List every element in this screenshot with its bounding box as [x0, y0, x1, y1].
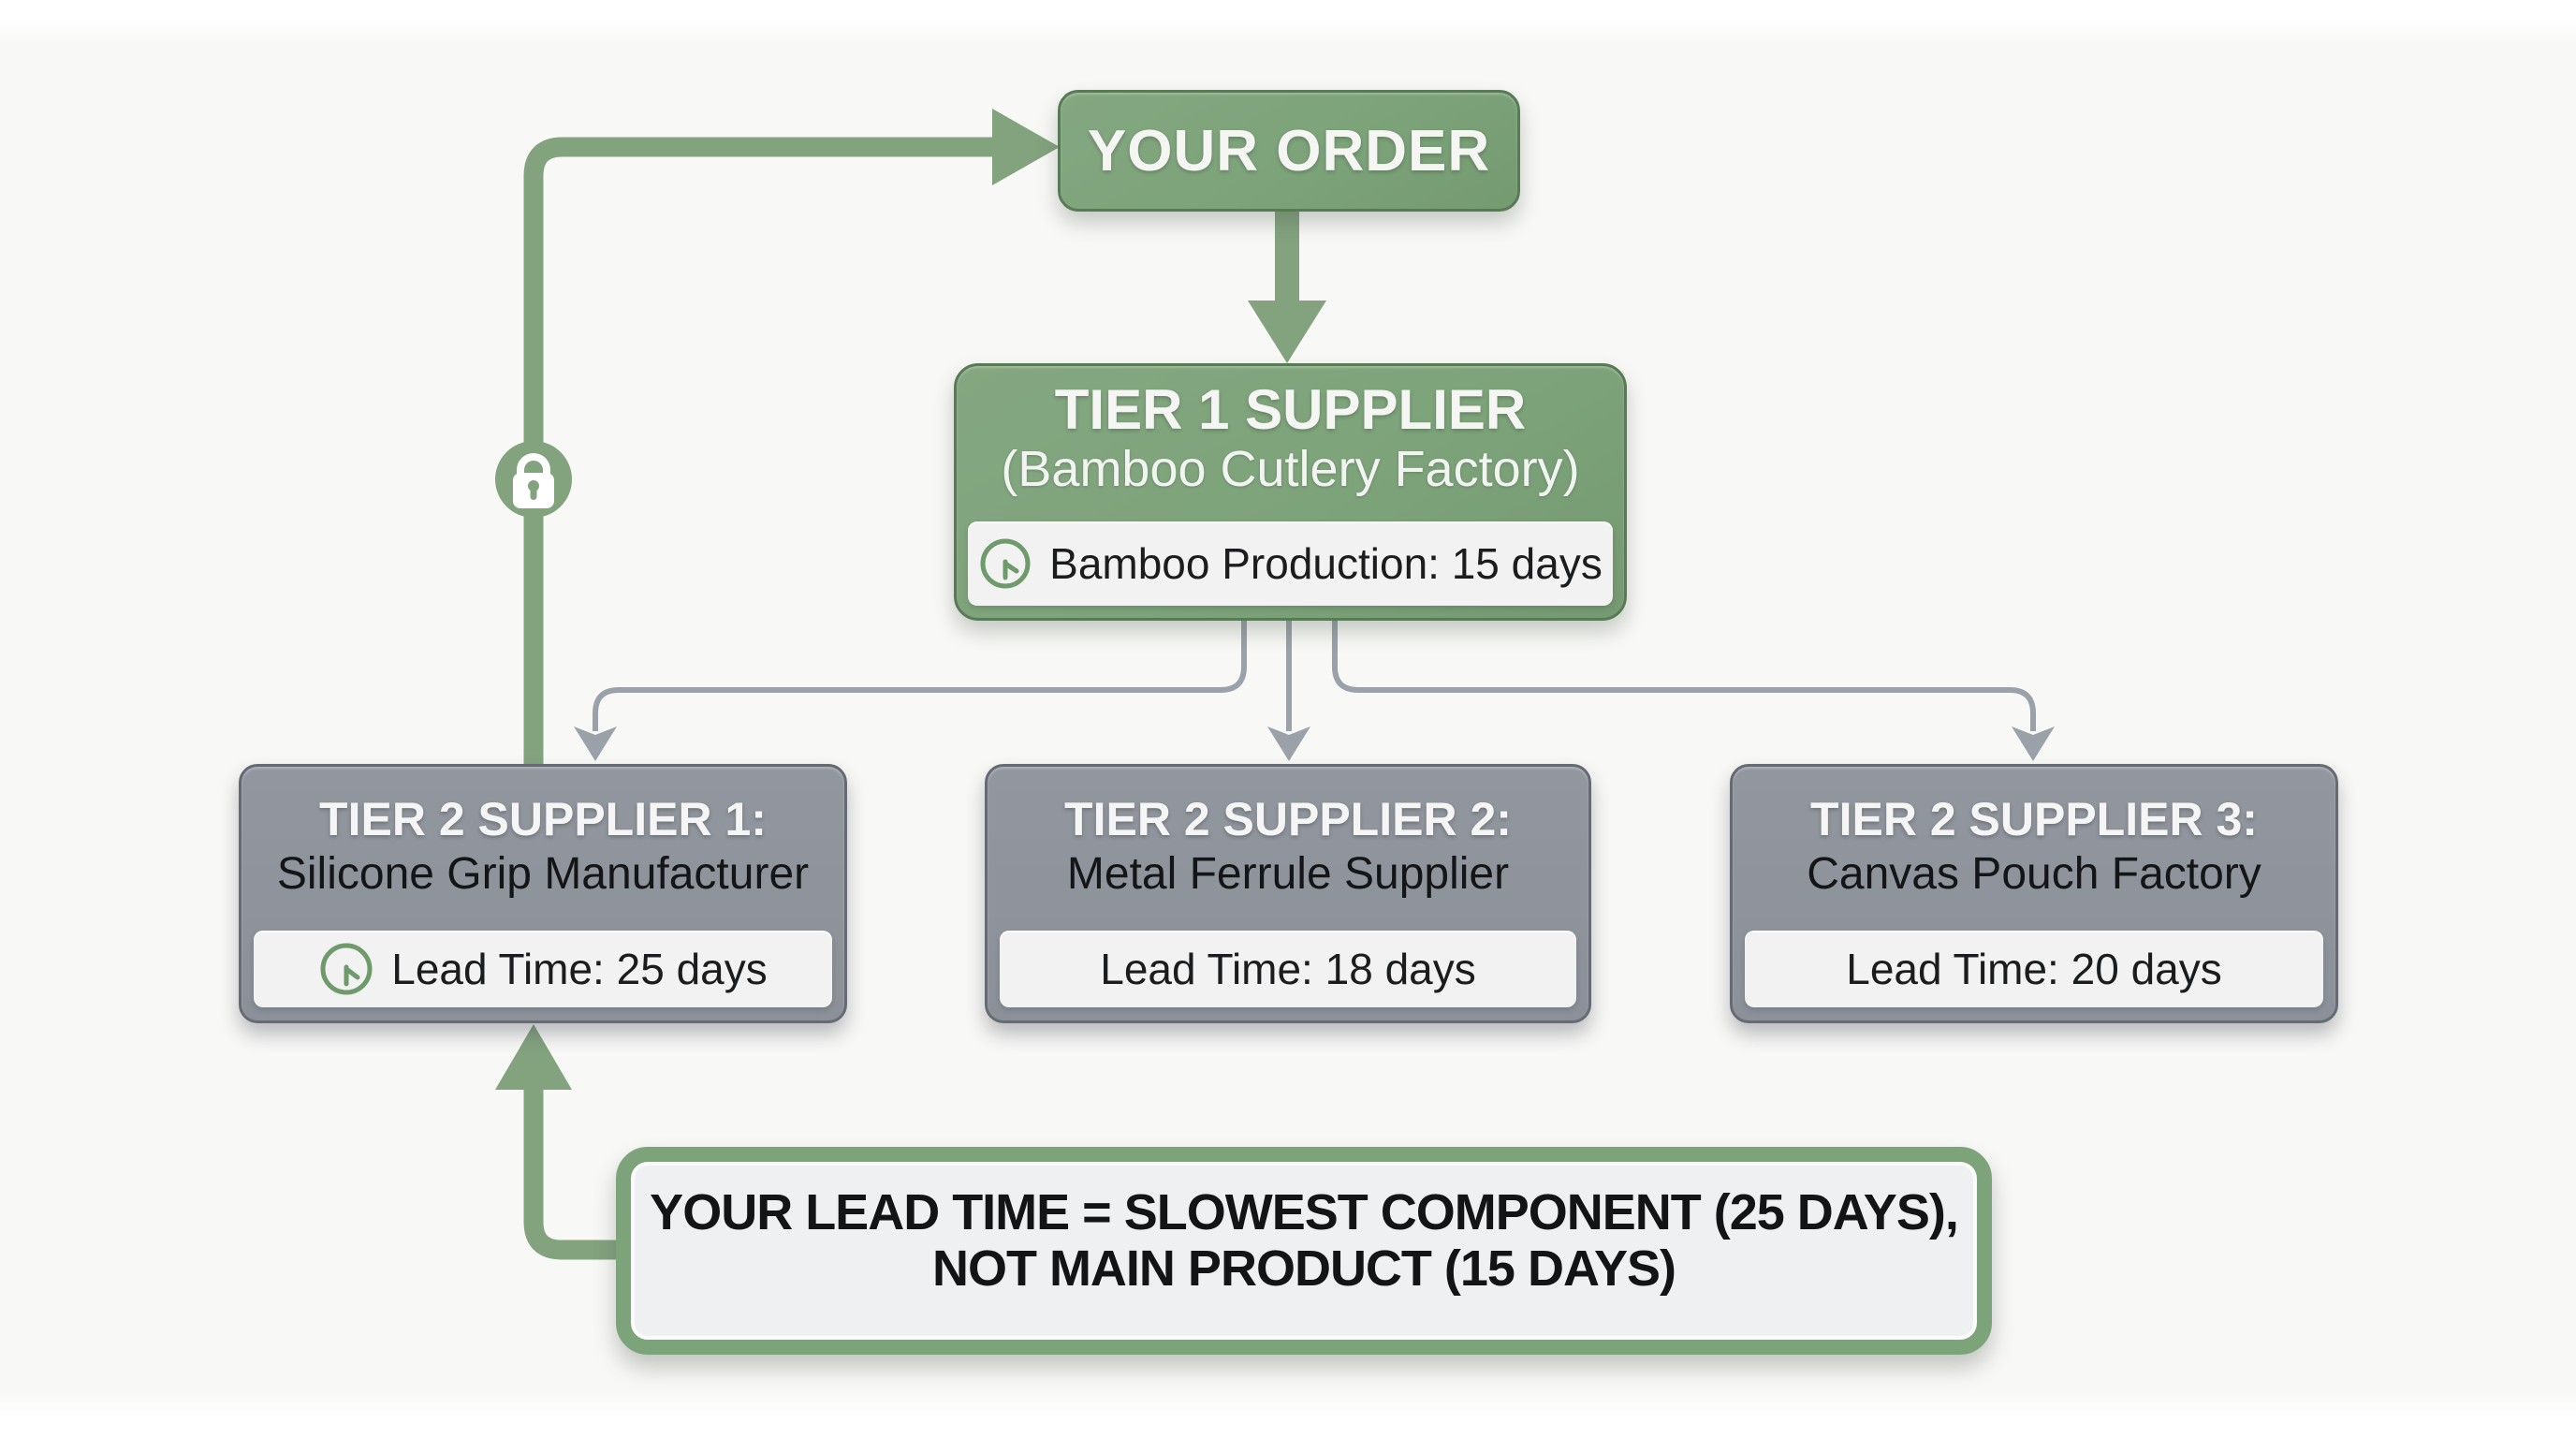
tier1-production-text: Bamboo Production: 15 days — [1049, 539, 1603, 588]
tier1-to-tier2-connectors — [593, 618, 2036, 731]
your-order-label: YOUR ORDER — [1087, 118, 1491, 183]
tier2-2-leadtime-badge: Lead Time: 18 days — [1000, 931, 1576, 1007]
connector-tier1-to-tier2-3 — [1332, 618, 2036, 731]
node-your-order: YOUR ORDER — [1058, 90, 1520, 212]
lock-icon — [495, 441, 572, 518]
note-line-1: YOUR LEAD TIME = SLOWEST COMPONENT (25 D… — [650, 1184, 1959, 1240]
node-tier2-supplier-3: TIER 2 SUPPLIER 3: Canvas Pouch Factory … — [1730, 764, 2338, 1023]
connector-tier2-1-to-order — [523, 137, 994, 766]
tier1-subtitle: (Bamboo Cutlery Factory) — [1001, 441, 1580, 497]
arrowhead-up-into-tier2-1 — [495, 1024, 572, 1090]
note-line-2: NOT MAIN PRODUCT (15 DAYS) — [931, 1240, 1676, 1297]
green-loop-connectors — [523, 137, 994, 1260]
tier2-1-leadtime-text: Lead Time: 25 days — [391, 945, 768, 993]
tier2-3-leadtime-text: Lead Time: 20 days — [1846, 945, 2222, 993]
lead-time-note: YOUR LEAD TIME = SLOWEST COMPONENT (25 D… — [616, 1147, 1992, 1355]
gray-arrowheads — [574, 726, 2055, 761]
tier2-2-title: TIER 2 SUPPLIER 2: — [1064, 793, 1512, 845]
arrowhead-into-tier1 — [1248, 301, 1326, 363]
node-tier2-supplier-2: TIER 2 SUPPLIER 2: Metal Ferrule Supplie… — [985, 764, 1591, 1023]
tier2-1-leadtime-badge: Lead Time: 25 days — [254, 931, 832, 1007]
tier2-2-subtitle: Metal Ferrule Supplier — [1066, 849, 1510, 899]
arrowhead-into-order — [992, 109, 1060, 185]
tier2-1-subtitle: Silicone Grip Manufacturer — [276, 849, 810, 899]
connector-tier1-to-tier2-1 — [593, 618, 1247, 731]
tier2-3-title: TIER 2 SUPPLIER 3: — [1810, 793, 2258, 845]
clock-icon — [980, 538, 1031, 589]
green-arrowheads — [495, 109, 1326, 1090]
tier1-production-badge: Bamboo Production: 15 days — [968, 521, 1613, 606]
tier1-title: TIER 1 SUPPLIER — [1054, 378, 1527, 441]
tier2-3-leadtime-badge: Lead Time: 20 days — [1745, 931, 2323, 1007]
arrowhead-to-tier2-1 — [574, 726, 617, 761]
node-tier2-supplier-1: TIER 2 SUPPLIER 1: Silicone Grip Manufac… — [239, 764, 847, 1023]
arrowhead-to-tier2-2 — [1267, 726, 1310, 761]
tier2-3-subtitle: Canvas Pouch Factory — [1807, 849, 2261, 899]
tier2-2-leadtime-text: Lead Time: 18 days — [1100, 945, 1476, 993]
node-tier1-supplier: TIER 1 SUPPLIER (Bamboo Cutlery Factory)… — [954, 363, 1627, 621]
tier2-1-title: TIER 2 SUPPLIER 1: — [319, 793, 767, 845]
clock-icon — [320, 943, 373, 995]
connector-note-to-tier2-1 — [523, 1088, 625, 1260]
arrowhead-to-tier2-3 — [2012, 726, 2055, 761]
